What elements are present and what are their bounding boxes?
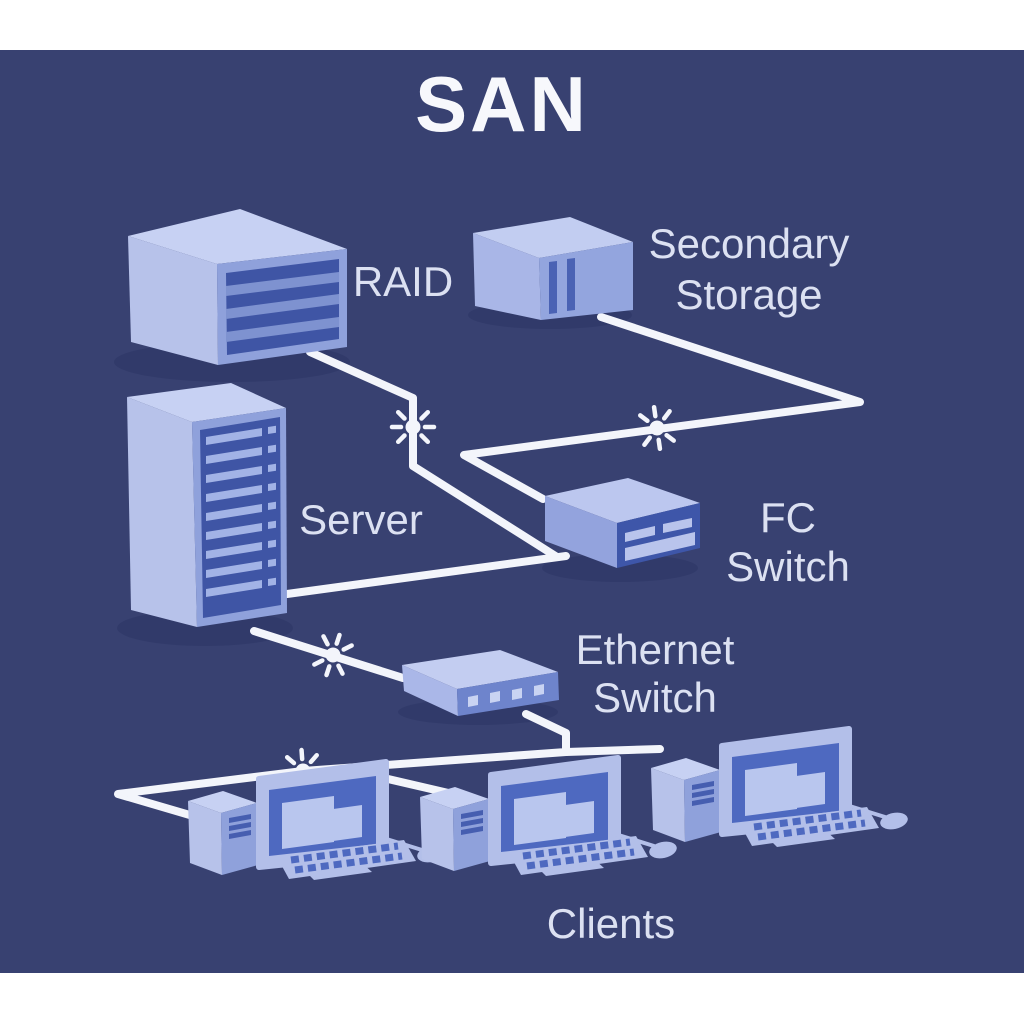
connection-ethernetswitch-clients-bus — [114, 710, 570, 822]
fc-switch-device — [545, 478, 700, 568]
storage-slot — [567, 258, 575, 311]
clients-label: Clients — [547, 900, 675, 947]
ethernet-switch-label-line2: Switch — [593, 674, 717, 721]
switch-port — [534, 684, 544, 696]
ethernet-switch-device — [402, 650, 559, 716]
raid-device — [128, 209, 347, 365]
raid-label: RAID — [353, 258, 453, 305]
server-label: Server — [299, 496, 423, 543]
secondary-storage-label-line1: Secondary — [649, 220, 850, 267]
server-device — [127, 383, 287, 627]
diagram-title: SAN — [415, 60, 589, 148]
connection-bus-right-client — [562, 745, 664, 756]
secondary-storage-device — [473, 217, 633, 320]
storage-slot — [549, 261, 557, 314]
switch-port — [490, 691, 500, 703]
secondary-storage-label-line2: Storage — [675, 271, 822, 318]
ethernet-switch-front-panel — [457, 672, 559, 716]
ethernet-switch-label-line1: Ethernet — [576, 626, 735, 673]
fc-switch-label-line1: FC — [760, 494, 816, 541]
connection-server-fcswitch — [283, 552, 570, 598]
fc-switch-label-line2: Switch — [726, 543, 850, 590]
switch-port — [468, 695, 478, 707]
switch-port — [512, 688, 522, 700]
